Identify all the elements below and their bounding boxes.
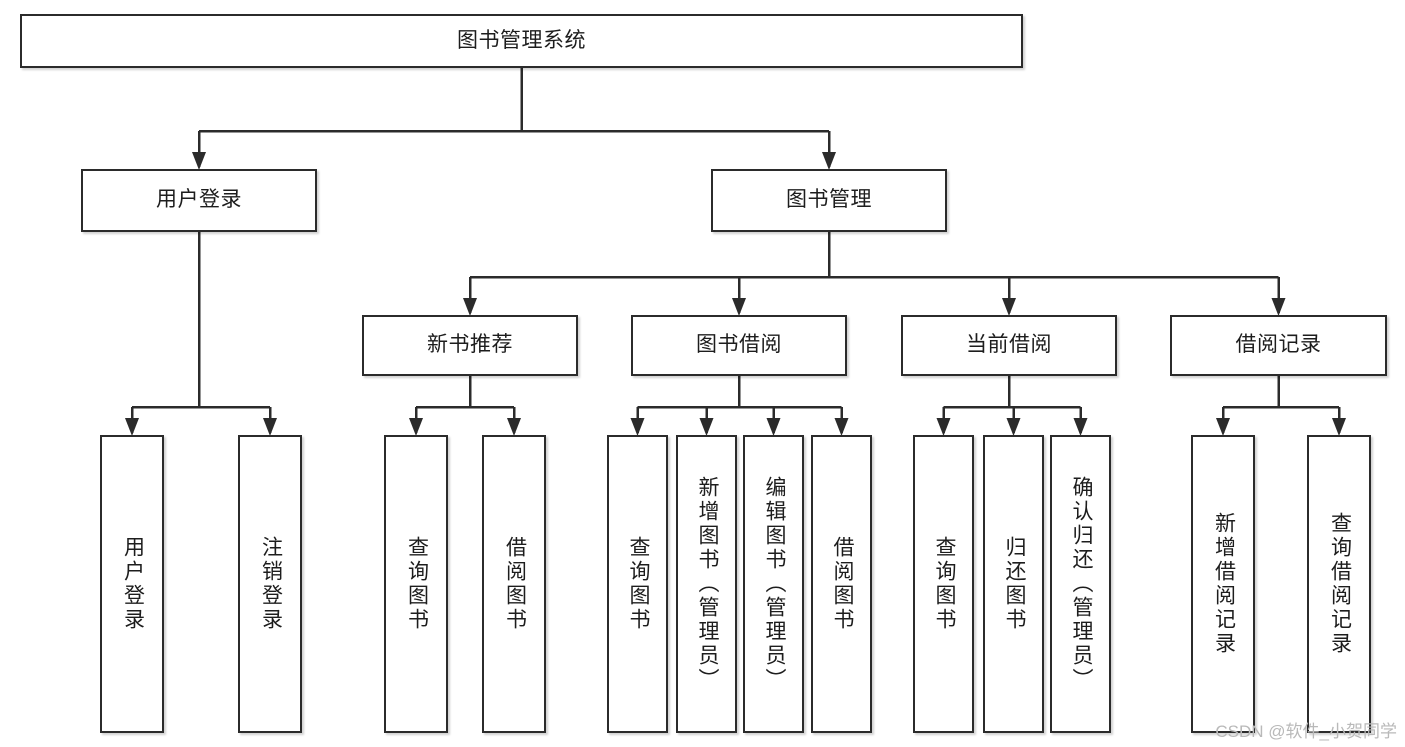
node-label: 查询图书 bbox=[405, 536, 429, 632]
node-leaf-cur-1[interactable]: 查询图书 bbox=[913, 435, 974, 733]
node-label: 新增借阅记录 bbox=[1212, 512, 1236, 656]
node-bookmgmt[interactable]: 图书管理 bbox=[711, 169, 947, 232]
node-label: 查询图书 bbox=[626, 536, 650, 632]
node-label: 注销登录 bbox=[259, 536, 283, 632]
node-label: 图书管理 bbox=[786, 188, 872, 212]
node-leaf-bor-4[interactable]: 借阅图书 bbox=[811, 435, 872, 733]
node-leaf-login-2[interactable]: 注销登录 bbox=[238, 435, 302, 733]
node-leaf-new-2[interactable]: 借阅图书 bbox=[482, 435, 546, 733]
node-leaf-rec-1[interactable]: 新增借阅记录 bbox=[1191, 435, 1255, 733]
node-leaf-login-1[interactable]: 用户登录 bbox=[100, 435, 164, 733]
node-label: 新书推荐 bbox=[427, 333, 513, 357]
node-leaf-rec-2[interactable]: 查询借阅记录 bbox=[1307, 435, 1371, 733]
node-label: 归还图书 bbox=[1002, 536, 1026, 632]
node-label: 借阅图书 bbox=[503, 536, 527, 632]
node-label: 图书管理系统 bbox=[457, 28, 586, 52]
node-records[interactable]: 借阅记录 bbox=[1170, 315, 1387, 376]
node-root[interactable]: 图书管理系统 bbox=[20, 14, 1023, 68]
node-current[interactable]: 当前借阅 bbox=[901, 315, 1117, 376]
node-borrow[interactable]: 图书借阅 bbox=[631, 315, 847, 376]
node-leaf-cur-2[interactable]: 归还图书 bbox=[983, 435, 1044, 733]
node-leaf-bor-1[interactable]: 查询图书 bbox=[607, 435, 668, 733]
node-label: 图书借阅 bbox=[696, 333, 782, 357]
node-label: 用户登录 bbox=[156, 188, 242, 212]
node-label: 编辑图书（管理员） bbox=[762, 476, 786, 692]
node-label: 用户登录 bbox=[121, 536, 145, 632]
node-leaf-bor-2[interactable]: 新增图书（管理员） bbox=[676, 435, 737, 733]
node-leaf-cur-3[interactable]: 确认归还（管理员） bbox=[1050, 435, 1111, 733]
node-label: 当前借阅 bbox=[966, 333, 1052, 357]
node-label: 查询图书 bbox=[932, 536, 956, 632]
node-label: 借阅图书 bbox=[830, 536, 854, 632]
node-leaf-bor-3[interactable]: 编辑图书（管理员） bbox=[743, 435, 804, 733]
node-label: 新增图书（管理员） bbox=[695, 476, 719, 692]
node-label: 借阅记录 bbox=[1235, 333, 1322, 357]
node-leaf-new-1[interactable]: 查询图书 bbox=[384, 435, 448, 733]
node-label: 确认归还（管理员） bbox=[1069, 476, 1093, 692]
node-newbook[interactable]: 新书推荐 bbox=[362, 315, 578, 376]
node-login[interactable]: 用户登录 bbox=[81, 169, 317, 232]
node-label: 查询借阅记录 bbox=[1328, 512, 1352, 656]
